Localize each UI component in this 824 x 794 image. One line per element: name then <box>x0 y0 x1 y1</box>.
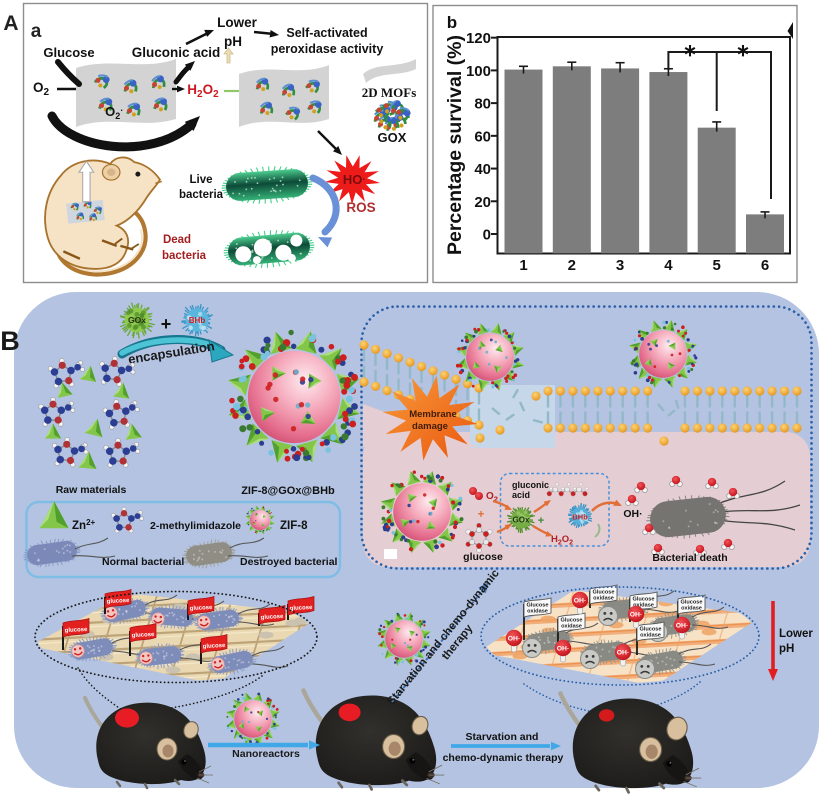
svg-text:80: 80 <box>474 96 491 113</box>
svg-text:60: 60 <box>474 128 491 145</box>
svg-text:Membrane: Membrane <box>409 409 457 420</box>
svg-text:bacteria: bacteria <box>162 250 207 262</box>
svg-text:Glucose: Glucose <box>632 597 654 603</box>
svg-text:a: a <box>31 21 42 42</box>
svg-text:4: 4 <box>664 257 673 274</box>
svg-text:oxidase: oxidase <box>681 606 702 612</box>
svg-text:H2O2: H2O2 <box>551 534 573 547</box>
svg-text:b: b <box>447 13 457 32</box>
svg-text:H2O2: H2O2 <box>187 82 219 100</box>
svg-text:2D MOFs: 2D MOFs <box>362 85 417 100</box>
svg-text:3: 3 <box>616 257 624 274</box>
svg-text:oxidase: oxidase <box>561 624 582 630</box>
svg-text:OH·: OH· <box>630 612 642 619</box>
svg-text:glucose: glucose <box>65 627 89 634</box>
svg-text:glucose: glucose <box>463 551 503 563</box>
svg-text:120: 120 <box>466 30 491 47</box>
svg-text:Lower: Lower <box>779 628 813 640</box>
svg-text:glucose: glucose <box>132 632 156 639</box>
svg-text:1: 1 <box>519 257 527 274</box>
svg-text:OH·: OH· <box>676 623 688 630</box>
svg-text:HO.: HO. <box>343 172 366 187</box>
svg-text:Glucose: Glucose <box>560 618 582 624</box>
svg-text:40: 40 <box>474 161 491 178</box>
svg-text:bacteria: bacteria <box>179 189 224 201</box>
svg-text:glucose: glucose <box>190 605 214 612</box>
svg-text:Raw materials: Raw materials <box>56 484 127 496</box>
svg-text:OH·: OH· <box>508 636 520 643</box>
svg-text:∗: ∗ <box>736 41 750 60</box>
svg-text:O2.: O2. <box>105 103 123 121</box>
svg-text:oxidase: oxidase <box>593 596 614 602</box>
svg-text:pH: pH <box>224 34 242 49</box>
svg-text:Live: Live <box>189 174 212 186</box>
svg-text:OH·: OH· <box>623 508 642 520</box>
svg-text:B: B <box>0 326 20 356</box>
svg-text:ZIF-8: ZIF-8 <box>280 520 308 532</box>
svg-text:Glucose: Glucose <box>526 603 548 609</box>
svg-text:Dead: Dead <box>163 234 191 246</box>
svg-text:Glucose: Glucose <box>43 45 94 60</box>
svg-text:ZIF-8@GOx@BHb: ZIF-8@GOx@BHb <box>241 485 335 497</box>
svg-text:Bacterial death: Bacterial death <box>652 552 727 564</box>
svg-text:acid: acid <box>512 490 530 500</box>
svg-text:Starvation and: Starvation and <box>466 731 539 743</box>
svg-text:glucose: glucose <box>261 614 285 621</box>
svg-text:6: 6 <box>761 257 769 274</box>
svg-text:glucose: glucose <box>107 598 131 605</box>
svg-text:O2: O2 <box>486 491 498 504</box>
svg-text:glucose: glucose <box>290 605 314 612</box>
svg-text:Glucose: Glucose <box>592 590 614 596</box>
svg-text:GOx: GOx <box>513 516 530 525</box>
svg-text:chemo-dynamic therapy: chemo-dynamic therapy <box>443 752 564 764</box>
svg-text:glucose: glucose <box>203 643 227 650</box>
svg-text:oxidase: oxidase <box>633 603 654 609</box>
svg-text:Gluconic acid: Gluconic acid <box>132 45 221 60</box>
svg-text:OH·: OH· <box>574 598 586 605</box>
svg-text:Nanoreactors: Nanoreactors <box>232 748 300 760</box>
svg-text:100: 100 <box>466 63 491 80</box>
svg-text:peroxidase activity: peroxidase activity <box>271 42 384 56</box>
svg-text:Normal bacterial: Normal bacterial <box>102 556 184 568</box>
svg-text:+: + <box>538 515 544 527</box>
svg-text:OH·: OH· <box>617 650 629 657</box>
svg-text:GOX: GOX <box>378 130 407 145</box>
svg-text:oxidase: oxidase <box>640 633 661 639</box>
svg-text:5: 5 <box>713 257 721 274</box>
svg-text:Destroyed bacterial: Destroyed bacterial <box>240 556 338 568</box>
svg-text:Glucose: Glucose <box>639 627 661 633</box>
svg-text:damage: damage <box>412 421 448 432</box>
svg-text:ROS: ROS <box>346 200 375 215</box>
svg-text:+: + <box>478 509 485 521</box>
svg-text:0: 0 <box>483 227 491 244</box>
svg-text:2-methylimidazole: 2-methylimidazole <box>150 520 241 532</box>
svg-text:Glucose: Glucose <box>680 600 702 606</box>
svg-text:oxidase: oxidase <box>527 609 548 615</box>
svg-text:pH: pH <box>779 643 794 655</box>
svg-text:20: 20 <box>474 194 491 211</box>
svg-text:∗: ∗ <box>683 41 697 60</box>
svg-text:Self-activated: Self-activated <box>286 26 367 40</box>
svg-text:Lower: Lower <box>217 15 258 30</box>
svg-text:GOx: GOx <box>128 315 146 325</box>
svg-text:A: A <box>3 12 18 35</box>
svg-text:BHb: BHb <box>189 316 206 325</box>
svg-text:+: + <box>161 314 172 334</box>
svg-text:2: 2 <box>568 257 576 274</box>
svg-text:BHb: BHb <box>572 513 588 522</box>
svg-text:Percentage survival (%): Percentage survival (%) <box>444 35 466 255</box>
svg-text:gluconic: gluconic <box>512 480 549 490</box>
svg-text:OH·: OH· <box>557 646 569 653</box>
